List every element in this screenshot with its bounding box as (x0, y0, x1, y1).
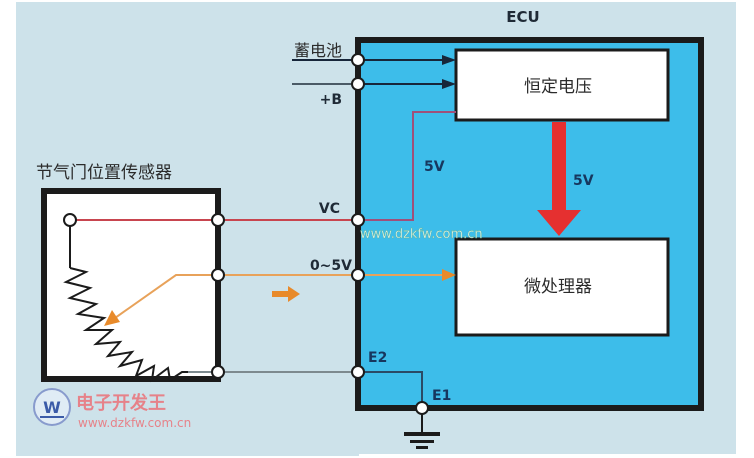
supply-arrow-shaft (552, 122, 566, 210)
supply-voltage-label: 5V (573, 173, 594, 189)
signal-direction-arrow-shaft (272, 291, 290, 297)
constant-voltage-label: 恒定电压 (524, 77, 592, 97)
sensor-signal-terminal (211, 268, 225, 282)
vc-internal-wire (358, 111, 456, 221)
ground-icon (404, 432, 440, 449)
microprocessor-block (454, 237, 670, 337)
signal-terminal-label: 0~5V (310, 258, 352, 274)
ecu-title: ECU (506, 8, 539, 26)
watermark-url-bottom: www.dzkfw.com.cn (78, 416, 191, 430)
potentiometer-resistor (63, 267, 188, 383)
signal-direction-arrow-head (288, 286, 300, 302)
sensor-title: 节气门位置传感器 (36, 163, 172, 183)
ecu-vc-terminal (351, 213, 365, 227)
plus-b-arrow-head (442, 79, 456, 89)
battery-arrow-head (442, 55, 456, 65)
constant-voltage-block (454, 48, 670, 122)
ecu-e1-terminal (415, 401, 429, 415)
svg-text:W: W (43, 398, 61, 417)
signal-arrow-head (442, 269, 456, 281)
supply-arrow-head (537, 210, 581, 236)
ecu-plus-b-terminal (351, 77, 365, 91)
watermark-url-center: www.dzkfw.com.cn (360, 227, 483, 242)
wiper-arrow-head (104, 310, 120, 326)
watermark-brand: 电子开发王 (76, 392, 166, 414)
battery-label: 蓄电池 (294, 41, 342, 60)
ecu-e2-terminal (351, 365, 365, 379)
microprocessor-label: 微处理器 (524, 277, 592, 297)
plus-b-label: +B (320, 92, 342, 108)
ecu-battery-terminal (351, 53, 365, 67)
vc-line-voltage-label: 5V (424, 159, 445, 175)
e2-terminal-label: E2 (368, 350, 387, 366)
sensor-e2-terminal (211, 365, 225, 379)
e2-e1-internal-wire (358, 371, 423, 408)
sensor-vc-terminal (211, 213, 225, 227)
wiper-line (114, 274, 218, 319)
vc-terminal-label: VC (319, 201, 340, 217)
ecu-signal-terminal (351, 268, 365, 282)
sensor-vc-inner-terminal (63, 213, 77, 227)
watermark-logo-icon: W (33, 388, 71, 426)
e1-terminal-label: E1 (432, 388, 451, 404)
